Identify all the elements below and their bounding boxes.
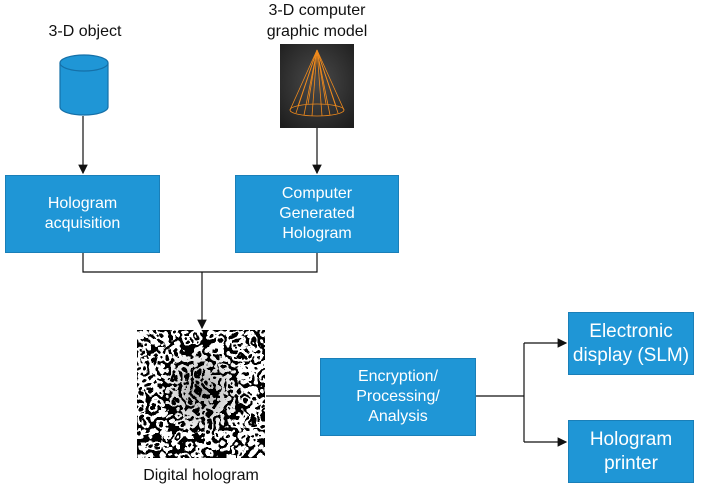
hologram-printer-box: Hologram printer [568, 420, 694, 483]
hologram-acquisition-box: Hologram acquisition [5, 175, 160, 253]
digital-hologram-label: Digital hologram [143, 467, 259, 484]
computer-generated-hologram-box: Computer Generated Hologram [235, 175, 399, 253]
merge-line [82, 253, 318, 273]
electronic-display-label: Electronic display (SLM) [572, 320, 690, 366]
computer-generated-hologram-label: Computer Generated Hologram [279, 185, 355, 242]
object-label: 3-D object [48, 23, 122, 40]
hologram-printer-label: Hologram printer [589, 428, 673, 474]
cg-model-label: 3-D computer graphic model [266, 2, 368, 40]
electronic-display-box: Electronic display (SLM) [568, 312, 694, 375]
speckle-hologram-image [137, 330, 265, 458]
encryption-processing-box: Encryption/ Processing/ Analysis [320, 358, 476, 436]
database-cylinder-icon [59, 54, 109, 116]
wireframe-cone-render [280, 44, 354, 128]
hologram-acquisition-label: Hologram acquisition [44, 195, 121, 232]
encryption-processing-label: Encryption/ Processing/ Analysis [356, 368, 440, 425]
